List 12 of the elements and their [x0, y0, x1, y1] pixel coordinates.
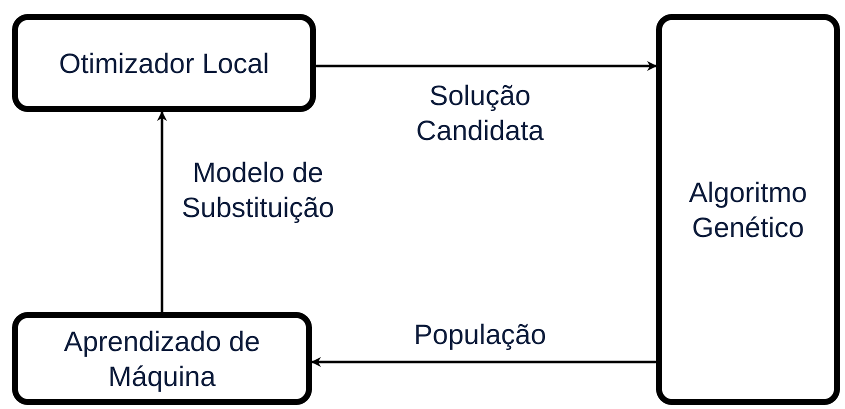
process-box: [12, 14, 316, 112]
edge-label: Solução Candidata: [415, 79, 545, 148]
edge-label: Modelo de Substituição: [180, 156, 336, 225]
arrow: [311, 357, 656, 367]
arrow: [316, 61, 657, 71]
arrow: [157, 111, 167, 312]
node-label: Otimizador Local: [58, 46, 270, 80]
node-label: Algoritmo Genético: [688, 176, 808, 244]
process-box: [656, 14, 840, 405]
node-label: Aprendizado de Máquina: [62, 324, 262, 394]
edge-label: População: [412, 318, 548, 352]
process-box: [12, 312, 312, 405]
